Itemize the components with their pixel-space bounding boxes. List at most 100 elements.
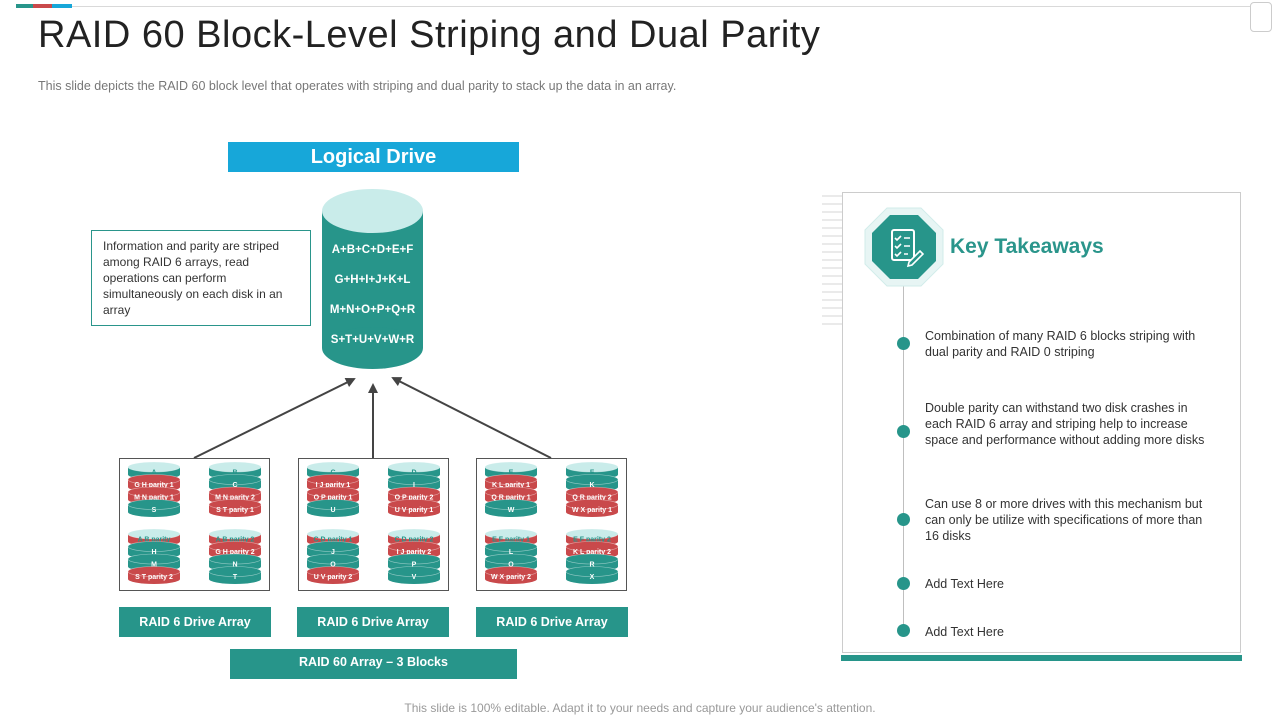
disk-stack: EK L parity 1Q R parity 1W xyxy=(484,461,538,517)
disk-stack: A B parity 2 G H parity 2 NT xyxy=(208,528,262,584)
disk-stack: C I J parity 1 O P parity 1U xyxy=(306,461,360,517)
takeaway-item-1: Combination of many RAID 6 blocks stripi… xyxy=(925,329,1196,359)
disk-platter: U V parity 2 xyxy=(306,566,360,584)
disk-label: E F parity 1 xyxy=(492,537,530,544)
footer-note: This slide is 100% editable. Adapt it to… xyxy=(404,701,876,715)
disk-label: W X parity 1 xyxy=(572,507,612,514)
disk-label: C xyxy=(330,470,335,477)
takeaway-dot-3 xyxy=(897,513,910,526)
takeaway-dot-4 xyxy=(897,577,910,590)
logical-drive-label: Logical Drive xyxy=(228,142,519,172)
disk-platter: W X parity 2 xyxy=(484,566,538,584)
disk-label: O P parity 2 xyxy=(395,495,434,502)
takeaway-item-3: Can use 8 or more drives with this mecha… xyxy=(925,497,1203,543)
drive-array-box-2 xyxy=(298,458,449,591)
disk-platter: W xyxy=(484,499,538,517)
disk-label: D xyxy=(411,470,416,477)
logical-row-4: S+T+U+V+W+R xyxy=(331,334,415,346)
top-bar xyxy=(0,0,1280,8)
key-takeaways-panel xyxy=(842,192,1241,653)
takeaway-dot-5 xyxy=(897,624,910,637)
disk-label: X xyxy=(590,574,595,581)
disk-label: A B parity xyxy=(138,537,171,544)
drive-array-label-2: RAID 6 Drive Array xyxy=(297,607,449,637)
key-takeaways-title: Key Takeaways xyxy=(950,235,1104,258)
disk-label: N xyxy=(232,562,237,569)
disk-label: S T parity 2 xyxy=(135,574,173,581)
logical-row-3: M+N+O+P+Q+R xyxy=(330,304,416,316)
panel-decoration-lines xyxy=(822,195,842,325)
disk-label: U V parity 1 xyxy=(395,507,434,514)
disk-label: K L parity 2 xyxy=(573,549,611,556)
disk-stack: BC M N parity 2 S T parity 1 xyxy=(208,461,262,517)
arrow-left xyxy=(193,378,356,459)
disk-platter: T xyxy=(208,566,262,584)
disk-label: I J parity 1 xyxy=(316,482,351,489)
disk-label: S T parity 1 xyxy=(216,507,254,514)
takeaway-dot-2 xyxy=(897,425,910,438)
page-subtitle: This slide depicts the RAID 60 block lev… xyxy=(38,79,677,93)
drive-array-box-1 xyxy=(119,458,270,591)
disk-label: J xyxy=(331,549,335,556)
disk-stack: C D parity 2I J parity 2PV xyxy=(387,528,441,584)
disk-platter: U xyxy=(306,499,360,517)
disk-stack: DI O P parity 2 U V parity 1 xyxy=(387,461,441,517)
disk-platter: W X parity 1 xyxy=(565,499,619,517)
disk-label: W X parity 2 xyxy=(491,574,531,581)
disk-label: T xyxy=(233,574,238,581)
logical-drive-cylinder: A+B+C+D+E+F G+H+I+J+K+L M+N+O+P+Q+R S+T+… xyxy=(322,189,423,369)
disk-stack: C D parity 1 JOU V parity 2 xyxy=(306,528,360,584)
disk-label: P xyxy=(412,562,417,569)
disk-label: C xyxy=(232,482,237,489)
disk-label: M N parity 2 xyxy=(215,495,255,502)
disk-label: Q R parity 2 xyxy=(572,495,611,502)
takeaway-dot-1 xyxy=(897,337,910,350)
accent-teal xyxy=(16,4,33,8)
disk-label: G H parity 1 xyxy=(134,482,173,489)
disk-label: E F parity 2 xyxy=(573,537,611,544)
disk-stack: E F parity 2K L parity 2RX xyxy=(565,528,619,584)
disk-label: M xyxy=(151,562,157,569)
disk-label: A xyxy=(151,470,156,477)
disk-label: S xyxy=(152,507,157,514)
takeaway-item-2: Double parity can withstand two disk cra… xyxy=(925,401,1205,447)
disk-label: C D parity 1 xyxy=(314,537,353,544)
disk-platter: X xyxy=(565,566,619,584)
drive-array-label-1: RAID 6 Drive Array xyxy=(119,607,271,637)
disk-platter: S T parity 1 xyxy=(208,499,262,517)
disk-label: Q xyxy=(508,562,514,569)
disk-label: I xyxy=(413,482,415,489)
disk-label: F xyxy=(590,470,595,477)
key-takeaways-bottom-bar xyxy=(841,655,1242,661)
disk-label: O P parity 1 xyxy=(314,495,353,502)
accent-red xyxy=(33,4,52,8)
disk-label: B xyxy=(232,470,237,477)
takeaway-item-4: Add Text Here xyxy=(925,577,1004,591)
disk-platter: S xyxy=(127,499,181,517)
disk-label: O xyxy=(330,562,336,569)
info-box: Information and parity are striped among… xyxy=(91,230,311,326)
raid60-array-label: RAID 60 Array – 3 Blocks xyxy=(230,649,517,679)
diagram-canvas: A+B+C+D+E+F G+H+I+J+K+L M+N+O+P+Q+R S+T+… xyxy=(127,189,619,584)
disk-label: K L parity 1 xyxy=(492,482,530,489)
arrow-right xyxy=(391,377,552,459)
disk-label: G H parity 2 xyxy=(215,549,254,556)
disk-platter: S T parity 2 xyxy=(127,566,181,584)
page-title: RAID 60 Block-Level Striping and Dual Pa… xyxy=(38,14,821,56)
checklist-icon xyxy=(864,207,944,287)
disk-label: V xyxy=(412,574,417,581)
logical-row-1: A+B+C+D+E+F xyxy=(332,244,414,256)
drive-array-label-3: RAID 6 Drive Array xyxy=(476,607,628,637)
slide-corner-icon xyxy=(1250,2,1272,32)
disk-label: A B parity 2 xyxy=(216,537,255,544)
disk-stack: A G H parity 1 M N parity 1 S xyxy=(127,461,181,517)
disk-label: W xyxy=(508,507,515,514)
disk-label: C D parity 2 xyxy=(395,537,434,544)
disk-label: M N parity 1 xyxy=(134,495,174,502)
takeaways-timeline xyxy=(903,285,904,633)
top-divider xyxy=(16,6,1256,7)
logical-row-2: G+H+I+J+K+L xyxy=(335,274,411,286)
